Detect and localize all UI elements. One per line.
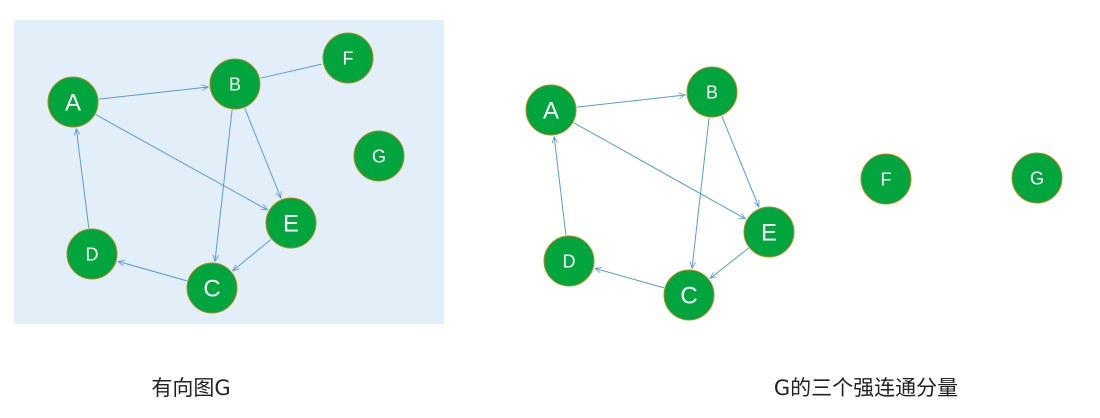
right-node-label-g: G — [1030, 168, 1044, 188]
left-graph-caption: 有向图G — [151, 376, 231, 400]
right-edge-a-to-b — [576, 95, 685, 108]
left-edge-b-to-e — [244, 107, 281, 198]
right-node-circle-f — [860, 153, 912, 205]
left-edge-a-to-e — [95, 114, 268, 210]
left-edge-b-to-f — [260, 63, 322, 79]
right-edge-d-to-a — [554, 137, 567, 236]
left-node-circle-a — [47, 76, 99, 128]
left-node-circle-b — [209, 58, 261, 110]
left-edge-e-to-c — [233, 239, 272, 271]
left-node-circle-d — [66, 228, 118, 280]
right-node-label-e: E — [761, 220, 777, 247]
right-edge-c-to-d — [595, 268, 665, 289]
left-node-label-d: D — [86, 244, 99, 264]
left-graph-edges — [76, 63, 322, 282]
right-node-label-c: C — [680, 283, 697, 310]
left-node-g: G — [353, 130, 405, 182]
right-node-circle-g — [1011, 152, 1063, 204]
left-node-label-e: E — [283, 211, 299, 238]
left-node-circle-g — [353, 130, 405, 182]
left-node-label-f: F — [343, 48, 354, 68]
right-node-g: G — [1011, 152, 1063, 204]
right-graph-edges — [554, 95, 759, 289]
right-node-label-d: D — [563, 251, 576, 271]
left-edge-c-to-d — [118, 261, 188, 282]
left-node-circle-e — [265, 197, 317, 249]
right-graph-caption: G的三个强连通分量 — [773, 376, 959, 400]
right-node-label-b: B — [706, 82, 718, 102]
right-node-circle-d — [543, 235, 595, 287]
left-node-label-c: C — [203, 276, 220, 303]
left-node-f: F — [322, 32, 374, 84]
left-edge-d-to-a — [76, 129, 90, 229]
right-node-label-f: F — [881, 169, 892, 189]
right-edge-a-to-e — [573, 122, 746, 219]
left-node-label-b: B — [229, 74, 241, 94]
right-node-f: F — [860, 153, 912, 205]
right-node-e: E — [743, 206, 795, 258]
left-graph-nodes: A B F G D E C — [47, 32, 405, 314]
right-node-label-a: A — [543, 98, 559, 125]
left-node-c: C — [186, 262, 238, 314]
left-node-label-g: G — [372, 146, 386, 166]
left-node-e: E — [265, 197, 317, 249]
left-node-circle-c — [186, 262, 238, 314]
right-node-d: D — [543, 235, 595, 287]
right-node-circle-b — [686, 66, 738, 118]
right-edge-b-to-c — [692, 117, 710, 268]
left-edge-b-to-c — [215, 109, 233, 261]
left-node-b: B — [209, 58, 261, 110]
left-node-label-a: A — [65, 90, 81, 117]
right-node-circle-e — [743, 206, 795, 258]
left-node-d: D — [66, 228, 118, 280]
right-node-circle-a — [525, 84, 577, 136]
left-edge-a-to-b — [98, 87, 208, 100]
left-node-a: A — [47, 76, 99, 128]
right-edge-e-to-c — [710, 247, 749, 278]
left-node-circle-f — [322, 32, 374, 84]
right-node-b: B — [686, 66, 738, 118]
right-graph-nodes: A B F G D E C — [525, 66, 1063, 321]
right-node-a: A — [525, 84, 577, 136]
right-edge-b-to-e — [721, 115, 759, 207]
right-node-circle-c — [663, 269, 715, 321]
right-node-c: C — [663, 269, 715, 321]
